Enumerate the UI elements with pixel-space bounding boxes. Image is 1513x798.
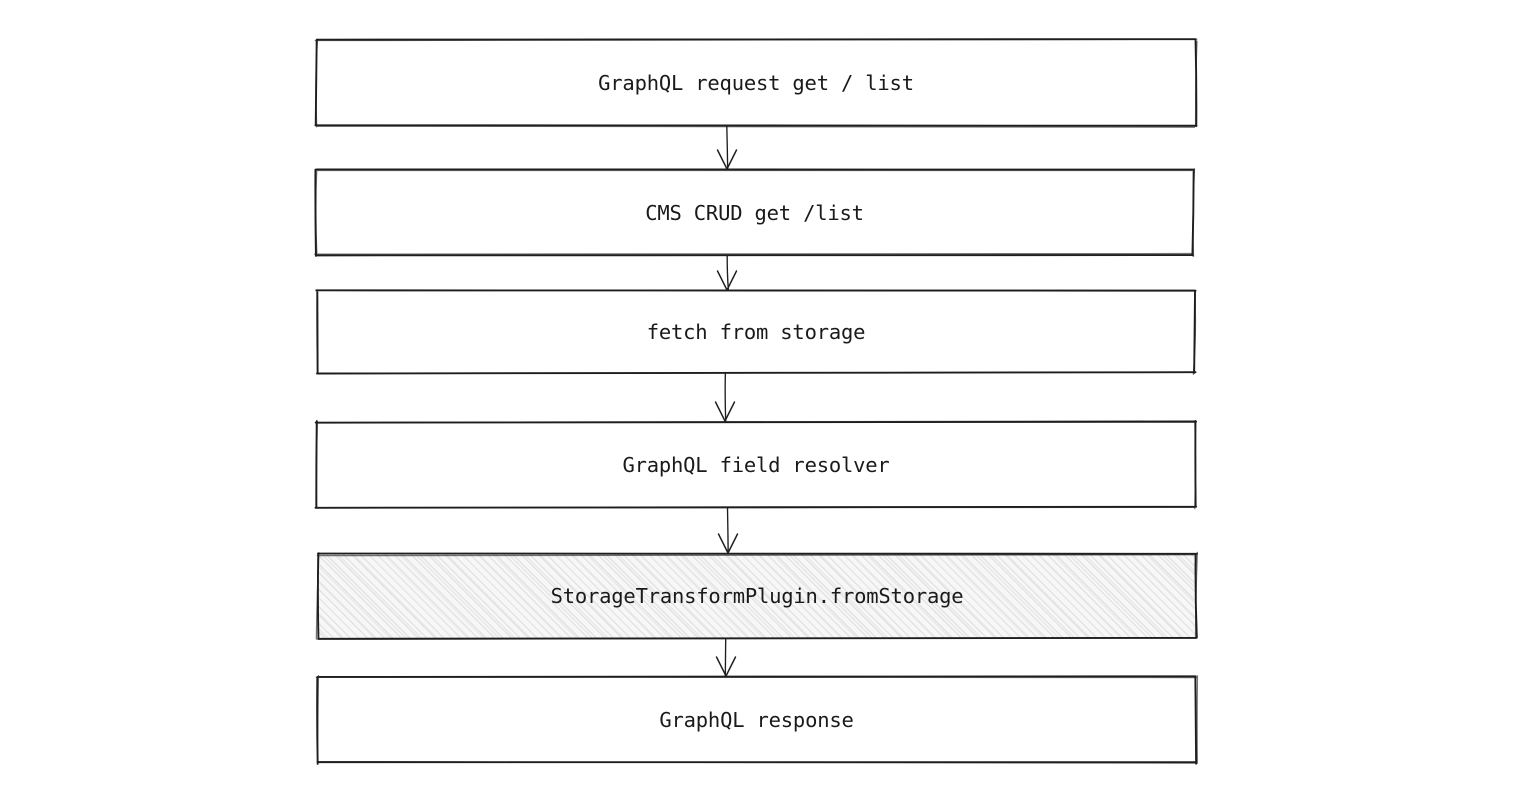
node-fill bbox=[316, 40, 1196, 126]
node-fill bbox=[316, 422, 1196, 507]
edge-graphql-request-to-cms-crud[interactable] bbox=[716, 125, 738, 170]
edge-shaft bbox=[726, 506, 729, 554]
node-outline bbox=[315, 289, 1197, 375]
edge-fetch-from-storage-to-graphql-field-resolver[interactable] bbox=[714, 371, 736, 423]
edge-cms-crud-to-fetch-from-storage[interactable] bbox=[716, 254, 738, 292]
node-outline bbox=[315, 674, 1199, 765]
edge-shaft bbox=[726, 254, 730, 292]
node-fetch-from-storage[interactable] bbox=[315, 289, 1197, 375]
node-outline bbox=[315, 551, 1198, 640]
node-outline bbox=[314, 168, 1196, 257]
edge-graphql-field-resolver-to-storage-transform-plugin[interactable] bbox=[717, 506, 739, 554]
node-graphql-field-resolver[interactable] bbox=[314, 420, 1198, 510]
node-cms-crud[interactable] bbox=[314, 168, 1196, 257]
arrowhead-icon bbox=[714, 401, 736, 422]
edge-shaft bbox=[724, 371, 727, 423]
node-fill bbox=[317, 677, 1196, 763]
node-graphql-response[interactable] bbox=[315, 674, 1199, 765]
edges-layer bbox=[714, 125, 739, 677]
node-outline bbox=[316, 675, 1198, 765]
node-fill bbox=[316, 170, 1193, 255]
edge-shaft bbox=[726, 125, 729, 170]
nodes-layer bbox=[314, 38, 1199, 765]
arrowhead-icon bbox=[716, 149, 738, 170]
node-hatch-fill-overlay bbox=[318, 554, 1196, 638]
node-fill bbox=[317, 291, 1195, 373]
node-graphql-request[interactable] bbox=[314, 38, 1198, 128]
edge-storage-transform-plugin-to-graphql-response[interactable] bbox=[715, 637, 737, 677]
node-outline bbox=[316, 289, 1197, 375]
node-storage-transform-plugin[interactable] bbox=[315, 551, 1198, 640]
arrowhead-icon bbox=[716, 270, 738, 291]
arrowhead-icon bbox=[717, 533, 739, 554]
arrowhead-icon bbox=[715, 656, 737, 677]
